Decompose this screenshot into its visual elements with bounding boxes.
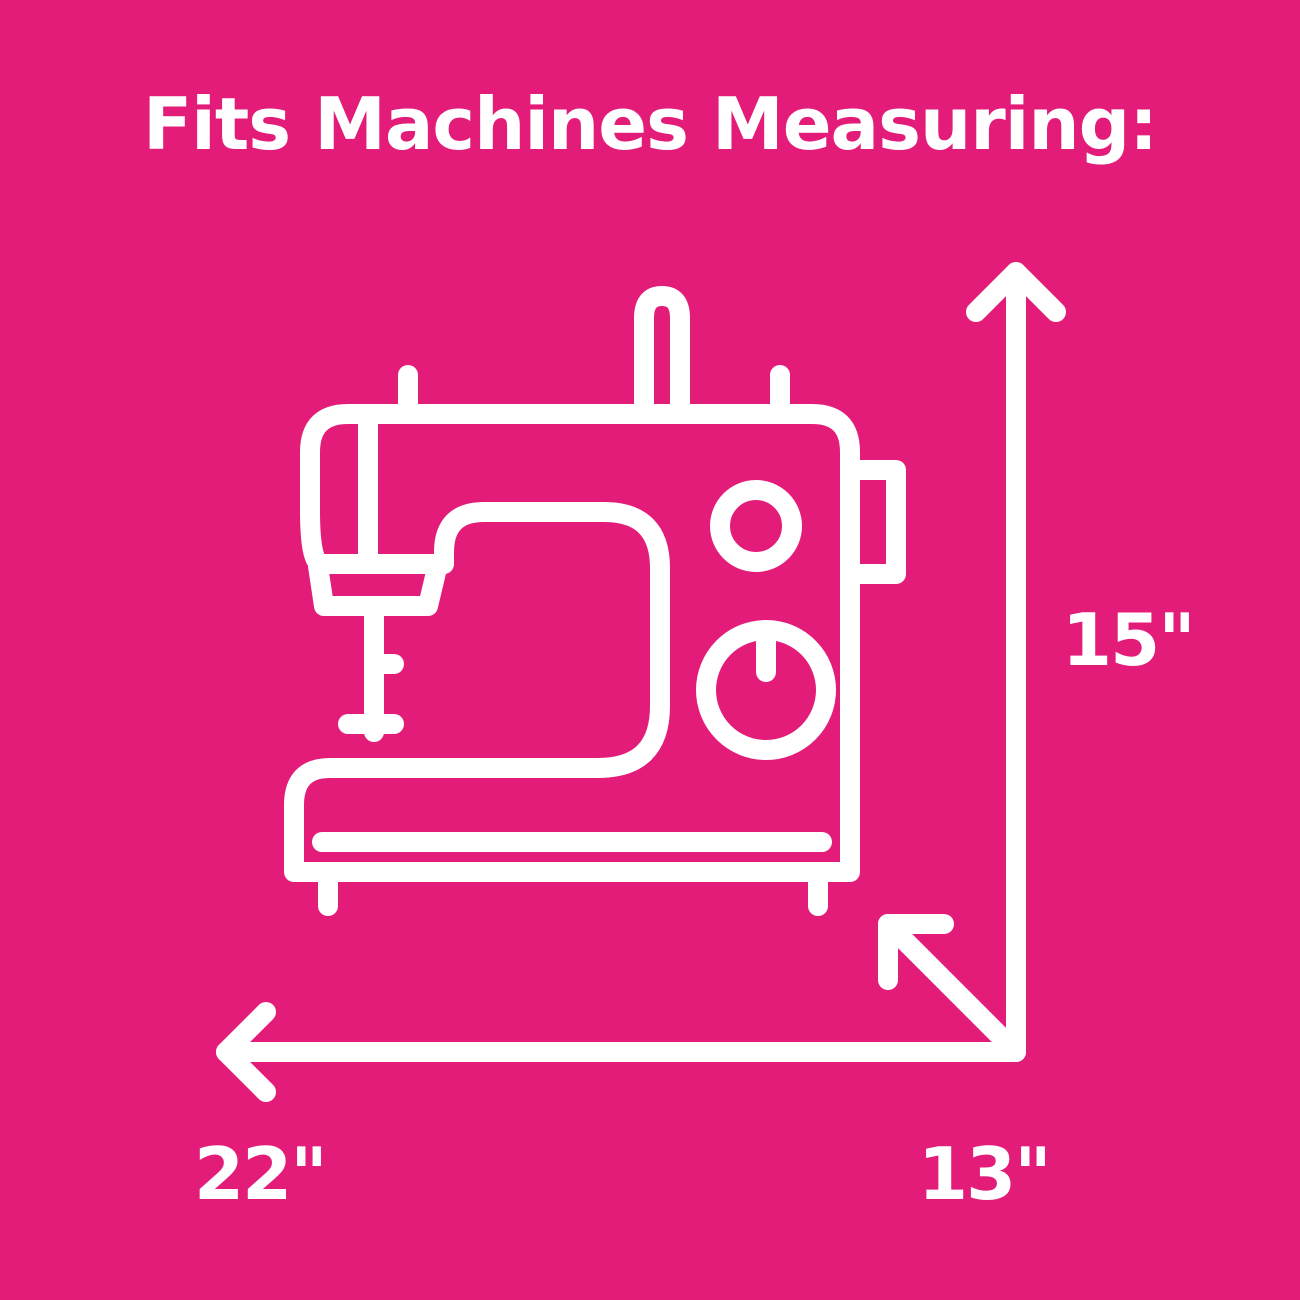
depth-arrow-icon [878, 914, 1018, 1054]
sewing-machine-icon [284, 286, 906, 916]
width-arrow-icon [216, 1002, 1026, 1102]
depth-label: 13" [918, 1132, 1052, 1216]
height-arrow-icon [966, 262, 1066, 1062]
height-label: 15" [1062, 598, 1196, 682]
page-title: Fits Machines Measuring: [142, 82, 1158, 166]
dimension-arrows [216, 262, 1066, 1102]
width-label: 22" [194, 1132, 328, 1216]
